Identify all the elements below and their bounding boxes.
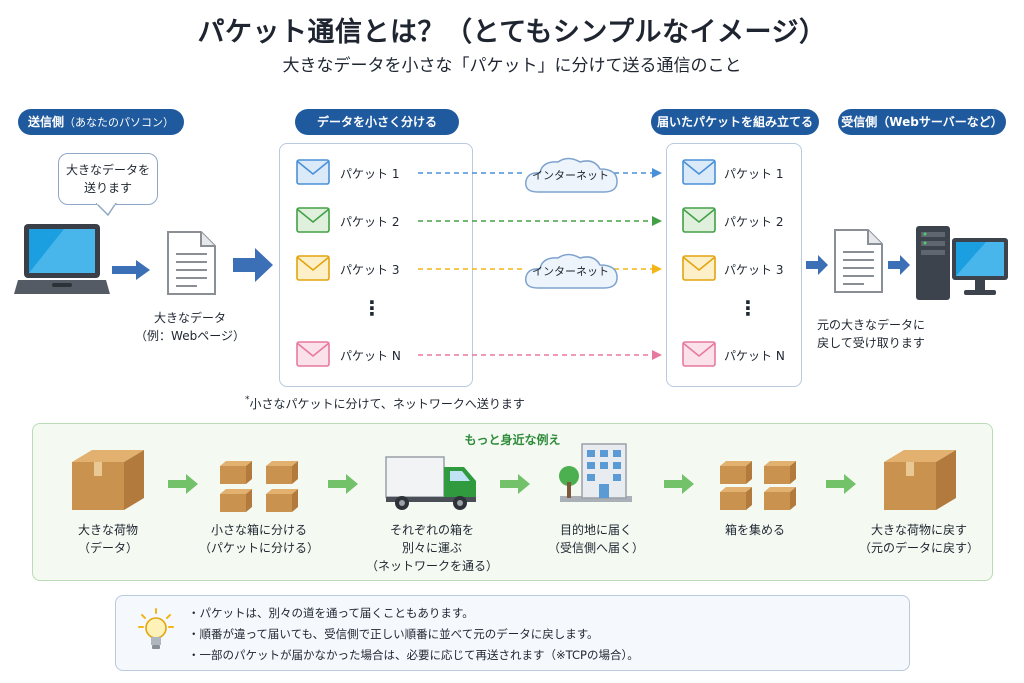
tips-box bbox=[115, 595, 910, 671]
step-5-line-1: 箱を集める bbox=[724, 523, 785, 537]
network-label-1: インターネット bbox=[532, 169, 609, 182]
envelope-icon bbox=[682, 255, 716, 281]
laptop-icon bbox=[14, 224, 110, 294]
green-arrow-icon bbox=[500, 474, 530, 494]
ellipsis-right: ⋮ bbox=[738, 296, 758, 320]
envelope-icon bbox=[296, 159, 330, 185]
server-icon bbox=[916, 226, 1008, 300]
packet-label: パケット 2 bbox=[340, 215, 400, 229]
packet-label: パケット 3 bbox=[724, 263, 784, 277]
packet-label: パケット N bbox=[724, 349, 785, 363]
document-icon bbox=[834, 229, 883, 293]
sender-label-note: （あなたのパソコン） bbox=[64, 116, 174, 129]
page-subtitle: 大きなデータを小さな「パケット」に分けて送る通信のこと bbox=[282, 56, 742, 76]
example-section bbox=[32, 423, 993, 581]
step-3-line-1: それぞれの箱を bbox=[389, 523, 474, 537]
step-4-line-1: 目的地に届く bbox=[559, 523, 632, 537]
example-step-6: 大きな荷物に戻す （元のデータに戻す） bbox=[854, 521, 984, 557]
network-note: *小さなパケットに分けて、ネットワークへ送ります bbox=[245, 395, 525, 412]
packet-label: パケット 1 bbox=[340, 167, 400, 181]
network-note-text: 小さなパケットに分けて、ネットワークへ送ります bbox=[249, 397, 525, 411]
green-arrow-icon bbox=[168, 474, 198, 494]
green-arrow-icon bbox=[826, 474, 856, 494]
note-mark: * bbox=[245, 395, 250, 405]
step-6-line-2: （元のデータに戻す） bbox=[858, 541, 979, 555]
cloud-icon bbox=[525, 157, 618, 193]
bubble-line-2: 送ります bbox=[83, 181, 132, 195]
envelope-icon bbox=[682, 159, 716, 185]
step-1-line-2: （データ） bbox=[77, 541, 138, 555]
receiver-caption: 元の大きなデータに 戻して受け取ります bbox=[808, 316, 934, 352]
network-label-2: インターネット bbox=[532, 265, 609, 278]
collected-boxes-icon bbox=[720, 461, 796, 510]
tip-line-1: ・パケットは、別々の道を通って届くこともあります。 bbox=[188, 606, 474, 620]
data-caption-line-2: （例：Webページ） bbox=[135, 329, 245, 343]
step-3-line-3: （ネットワークを通る） bbox=[365, 559, 498, 573]
arrow-to-document bbox=[806, 255, 828, 275]
cloud-icon bbox=[525, 253, 618, 289]
bubble-line-1: 大きなデータを bbox=[65, 163, 150, 177]
split-label: データを小さく分ける bbox=[295, 109, 459, 135]
building-icon bbox=[559, 443, 632, 502]
example-step-3: それぞれの箱を 別々に運ぶ （ネットワークを通る） bbox=[362, 521, 502, 575]
step-4-line-2: （受信側へ届く） bbox=[547, 541, 644, 555]
data-caption: 大きなデータ （例：Webページ） bbox=[130, 309, 250, 345]
ellipsis-left: ⋮ bbox=[362, 296, 382, 320]
step-2-line-1: 小さな箱に分ける bbox=[210, 523, 307, 537]
envelope-icon bbox=[682, 341, 716, 367]
tip-line-2: ・順番が違って届いても、受信側で正しい順番に並べて元のデータに戻します。 bbox=[188, 627, 599, 641]
sender-label-main: 送信側 bbox=[27, 115, 64, 129]
green-arrow-icon bbox=[664, 474, 694, 494]
receiver-caption-line-1: 元の大きなデータに bbox=[816, 318, 925, 332]
assemble-label: 届いたパケットを組み立てる bbox=[651, 109, 819, 135]
arrow-laptop-to-data bbox=[112, 260, 150, 280]
lightbulb-icon bbox=[138, 608, 174, 649]
arrow-data-to-split bbox=[233, 248, 273, 282]
big-box-icon bbox=[884, 450, 956, 510]
envelope-icon bbox=[296, 255, 330, 281]
example-step-1: 大きな荷物 （データ） bbox=[48, 521, 168, 557]
small-boxes-icon bbox=[220, 461, 298, 512]
example-title: もっと身近な例え bbox=[464, 433, 561, 447]
green-arrow-icon bbox=[328, 474, 358, 494]
step-1-line-1: 大きな荷物 bbox=[77, 523, 138, 537]
tip-line-3: ・一部のパケットが届かなかった場合は、必要に応じて再送されます（※TCPの場合）… bbox=[188, 648, 639, 662]
big-box-icon bbox=[72, 450, 144, 510]
example-step-4: 目的地に届く （受信側へ届く） bbox=[536, 521, 656, 557]
data-caption-line-1: 大きなデータ bbox=[153, 311, 226, 325]
envelope-icon bbox=[296, 341, 330, 367]
page-title: パケット通信とは？（とてもシンプルなイメージ） bbox=[197, 17, 827, 48]
step-6-line-1: 大きな荷物に戻す bbox=[870, 523, 967, 537]
packet-flow-arrows bbox=[418, 168, 662, 360]
envelope-icon bbox=[296, 207, 330, 233]
envelope-icon bbox=[682, 207, 716, 233]
packet-label: パケット 3 bbox=[340, 263, 400, 277]
receiver-label: 受信側（Webサーバーなど） bbox=[838, 109, 1006, 135]
packet-label: パケット N bbox=[340, 349, 401, 363]
packet-label: パケット 2 bbox=[724, 215, 784, 229]
example-step-2: 小さな箱に分ける （パケットに分ける） bbox=[196, 521, 322, 557]
speech-bubble: 大きなデータを 送ります bbox=[58, 153, 158, 205]
sender-label: 送信側（あなたのパソコン） bbox=[18, 109, 184, 135]
document-icon bbox=[167, 231, 216, 295]
truck-icon bbox=[385, 456, 476, 510]
step-2-line-2: （パケットに分ける） bbox=[198, 541, 319, 555]
bubble-tail bbox=[96, 203, 117, 217]
arrow-to-server bbox=[888, 255, 910, 275]
step-3-line-2: 別々に運ぶ bbox=[401, 541, 462, 555]
receiver-caption-line-2: 戻して受け取ります bbox=[817, 336, 925, 350]
example-step-5: 箱を集める bbox=[700, 521, 810, 539]
packet-label: パケット 1 bbox=[724, 167, 784, 181]
